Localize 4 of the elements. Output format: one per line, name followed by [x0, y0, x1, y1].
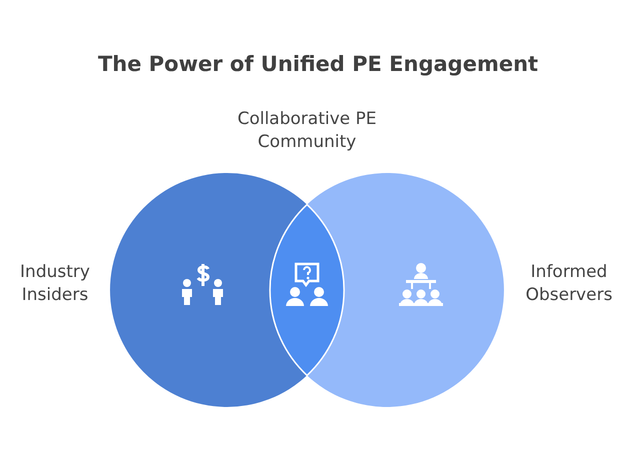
circle-label: Industry Insiders: [19, 261, 91, 307]
circle-label: Informed Observers: [524, 261, 614, 307]
overlap-label: Collaborative PE Community: [236, 108, 378, 154]
title: The Power of Unified PE Engagement: [96, 52, 540, 76]
